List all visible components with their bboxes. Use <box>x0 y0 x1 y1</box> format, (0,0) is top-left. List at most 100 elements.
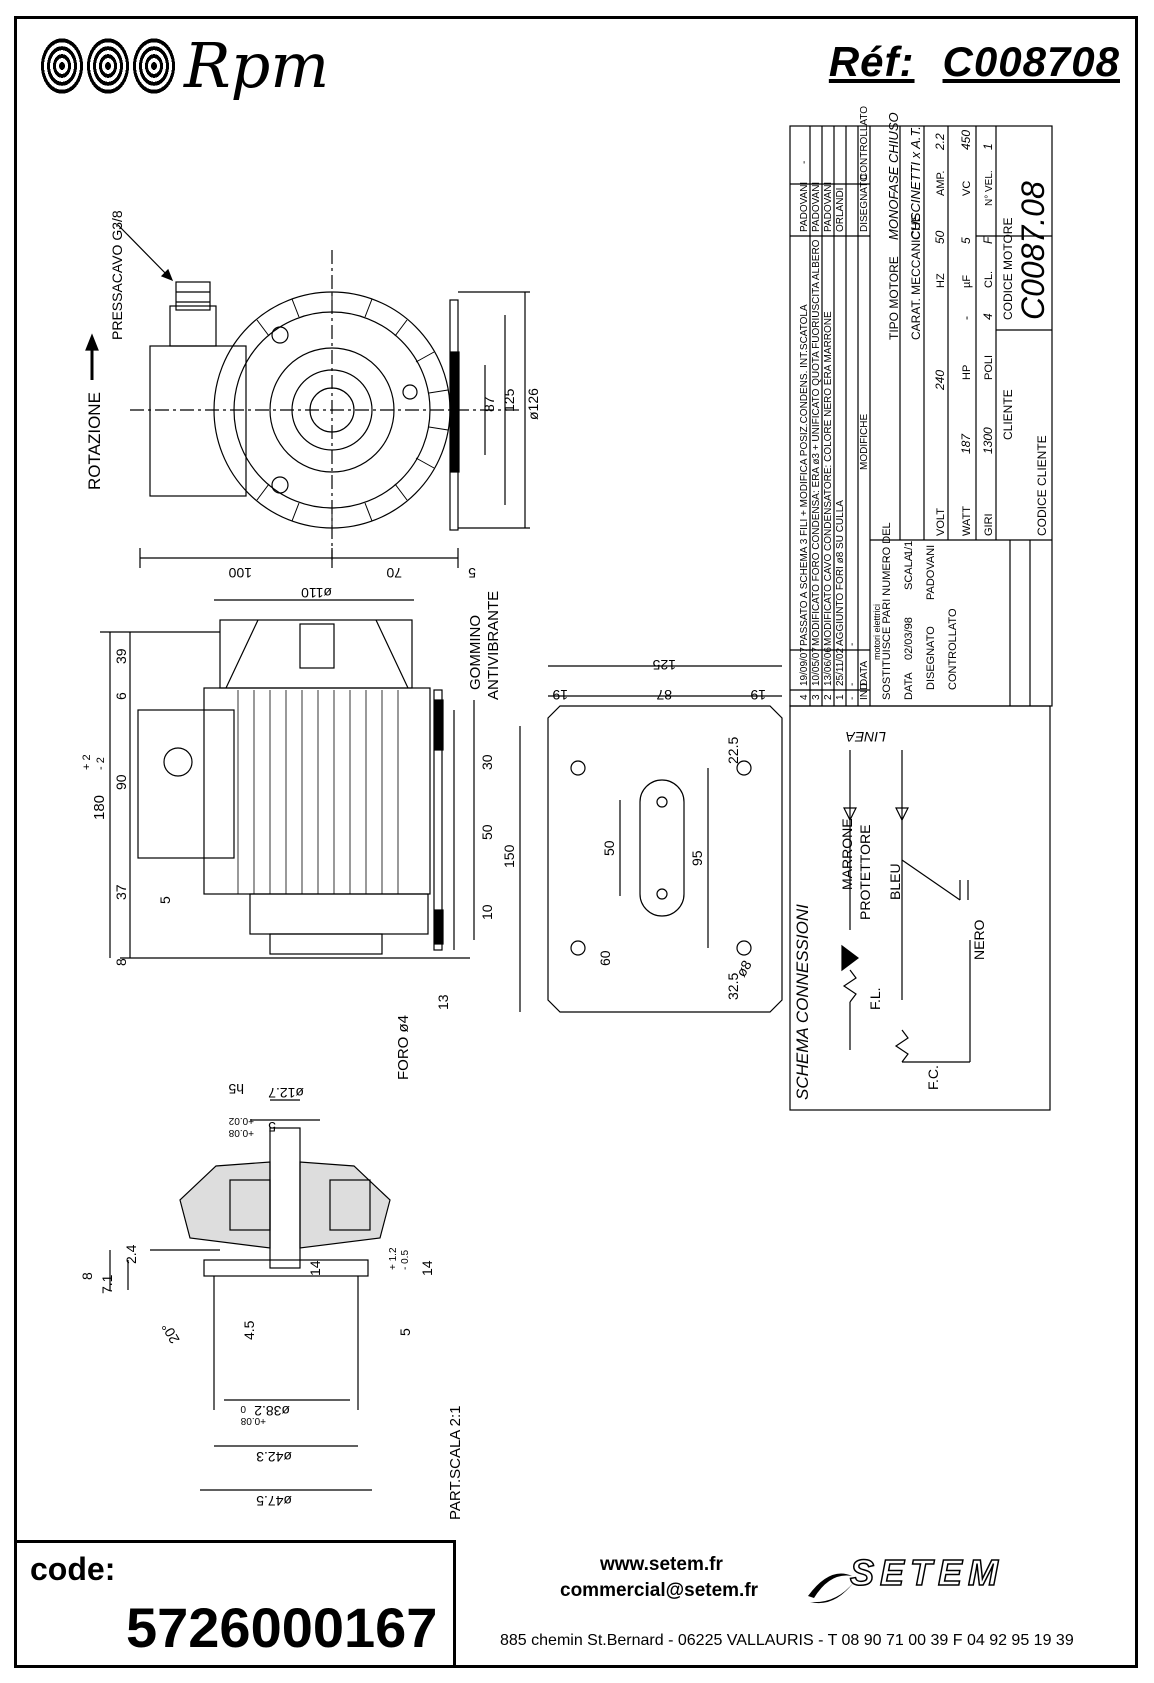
schema-fl: F.L. <box>867 987 883 1010</box>
reference-number: Réf: C008708 <box>829 38 1120 86</box>
dim-tol-0-5: - 0.5 <box>400 1250 411 1270</box>
dim-tol-1-2: + 1.2 <box>388 1247 399 1270</box>
rev-2-disegnato: PADOVANI <box>823 182 834 232</box>
setem-logo: SETEM <box>849 1551 1005 1594</box>
dim-5: 5 <box>468 565 476 581</box>
code-label: code: <box>30 1551 116 1587</box>
dim-39: 39 <box>113 648 129 664</box>
value-uf: 5 <box>959 237 973 244</box>
rev-1-data: 25/11/02 <box>835 647 846 686</box>
dim-5-side: 5 <box>157 896 173 904</box>
website-link[interactable]: www.setem.fr <box>600 1554 723 1575</box>
value-sostituisce: - <box>881 556 893 560</box>
label-scala: SCALA <box>903 553 915 590</box>
technical-drawing: 100 70 5 87 125 ø126 PRESSACAVO G3/8 ROT… <box>79 106 1053 1520</box>
dim-110: ø110 <box>301 585 332 601</box>
rev-0-ind: - <box>847 697 858 700</box>
dim-6: 6 <box>113 692 129 700</box>
hdr-disegnato: DISEGNATO <box>859 174 870 232</box>
code-box: code: 5726000167 <box>14 1540 456 1668</box>
dim-37: 37 <box>113 884 129 900</box>
label-foro: FORO ø4 <box>395 1015 412 1080</box>
label-part-scala: PART.SCALA 2:1 <box>447 1405 464 1520</box>
dim-180: 180 <box>91 795 108 820</box>
dim-tol-plus-08: +0.08 <box>240 1415 266 1426</box>
rev-1-ind: 1 <box>835 694 846 700</box>
dim-10: 10 <box>479 904 495 920</box>
dim-125: 125 <box>501 388 517 412</box>
value-watt: 187 <box>959 433 973 454</box>
schema-marrone: MARRONE <box>839 818 855 890</box>
dim-plate-125: 125 <box>652 657 676 673</box>
dim-plate-19a: 19 <box>552 687 568 703</box>
label-tipo-motore: TIPO MOTORE <box>887 256 901 340</box>
value-giri: 1300 <box>981 427 995 454</box>
rev-4-modifiche: PASSATO A SCHEMA 3 FILI + MODIFICA POSIZ… <box>799 304 810 646</box>
dim-8: 8 <box>113 958 129 966</box>
dim-87: 87 <box>481 396 497 412</box>
rev-1-modifiche: AGGIUNTO FORI ø8 SU CULLA <box>835 500 846 646</box>
rev-0-modifiche: - <box>847 643 858 646</box>
dim-90: 90 <box>113 774 129 790</box>
rev-4-data: 19/09/07 <box>799 647 810 686</box>
dim-detail-8: 8 <box>79 1272 95 1280</box>
label-hz: HZ <box>935 273 947 288</box>
email-link[interactable]: commercial@setem.fr <box>560 1580 759 1601</box>
dim-plate-19b: 19 <box>750 687 766 703</box>
label-pressacavo: PRESSACAVO G3/8 <box>109 210 125 340</box>
label-cl: CL. <box>983 271 995 288</box>
dim-7-1: 7.1 <box>99 1274 115 1294</box>
rev-4-ind: 4 <box>799 694 810 700</box>
schema-bleu: BLEU <box>887 863 903 900</box>
dim-14b: 14 <box>419 1260 435 1276</box>
shaft-detail <box>109 1099 391 1491</box>
side-view <box>100 599 475 959</box>
label-watt: WATT <box>961 506 973 536</box>
setem-swirl-icon <box>808 1573 854 1604</box>
dim-2-4: 2.4 <box>123 1244 139 1264</box>
label-hp: HP <box>961 365 973 380</box>
label-cliente: CLIENTE <box>1001 389 1015 440</box>
dim-13: 13 <box>435 994 451 1010</box>
dim-50-side: 50 <box>479 824 495 840</box>
value-carat: CUSCINETTI x A.T. <box>908 126 923 240</box>
label-data: DATA <box>903 672 915 700</box>
label-antivibrante: ANTIVIBRANTE <box>485 591 502 700</box>
dim-180-tol-plus: + 2 <box>81 754 93 770</box>
hdr-ind: IND <box>859 683 870 700</box>
logo-text: Rpm <box>184 28 330 102</box>
label-uf: µF <box>961 275 973 288</box>
value-tipo-motore: MONOFASE CHIUSO <box>886 112 901 240</box>
rev-0-data: - <box>847 683 858 686</box>
dim-150: 150 <box>501 844 517 868</box>
front-view <box>117 224 530 568</box>
label-vel: N° VEL. <box>984 170 995 206</box>
rev-3-data: 10/05/07 <box>811 647 822 686</box>
schema-nero: NERO <box>971 919 987 960</box>
schema-title: SCHEMA CONNESSIONI <box>793 904 812 1100</box>
schema-linea: LINEA <box>846 729 886 745</box>
ref-label: Réf: <box>828 38 915 85</box>
label-vc: VC <box>961 181 973 196</box>
value-hz: 50 <box>933 230 947 244</box>
dim-20deg: 20° <box>158 1320 182 1346</box>
coil-logo-icon <box>40 36 176 95</box>
label-gommino: GOMMINO <box>467 615 484 690</box>
rev-3-disegnato: PADOVANI <box>811 182 822 232</box>
sheet-frame <box>14 16 1138 1668</box>
rev-3-modifiche: MODIFICATO FORO CONDENSA: ERA ø3 + UNIFI… <box>811 239 822 646</box>
ref-value: C008708 <box>942 38 1120 85</box>
dim-hole-8: ø8 <box>733 957 755 979</box>
rev-3-ind: 3 <box>811 694 822 700</box>
value-amp: 2.2 <box>933 133 947 151</box>
label-amp: AMP. <box>935 171 947 196</box>
dim-22-5: 22.5 <box>725 737 741 764</box>
dim-38-2: ø38.2 <box>254 1403 290 1419</box>
value-vel: 1 <box>981 143 995 150</box>
base-plate <box>519 665 783 1013</box>
value-codice-motore: C0087.08 <box>1015 181 1051 320</box>
dim-tol-08: +0.08 <box>228 1127 254 1138</box>
value-cl: F <box>981 236 995 244</box>
value-hp: - <box>959 316 973 320</box>
rev-2-data: 13/06/06 <box>823 647 834 686</box>
